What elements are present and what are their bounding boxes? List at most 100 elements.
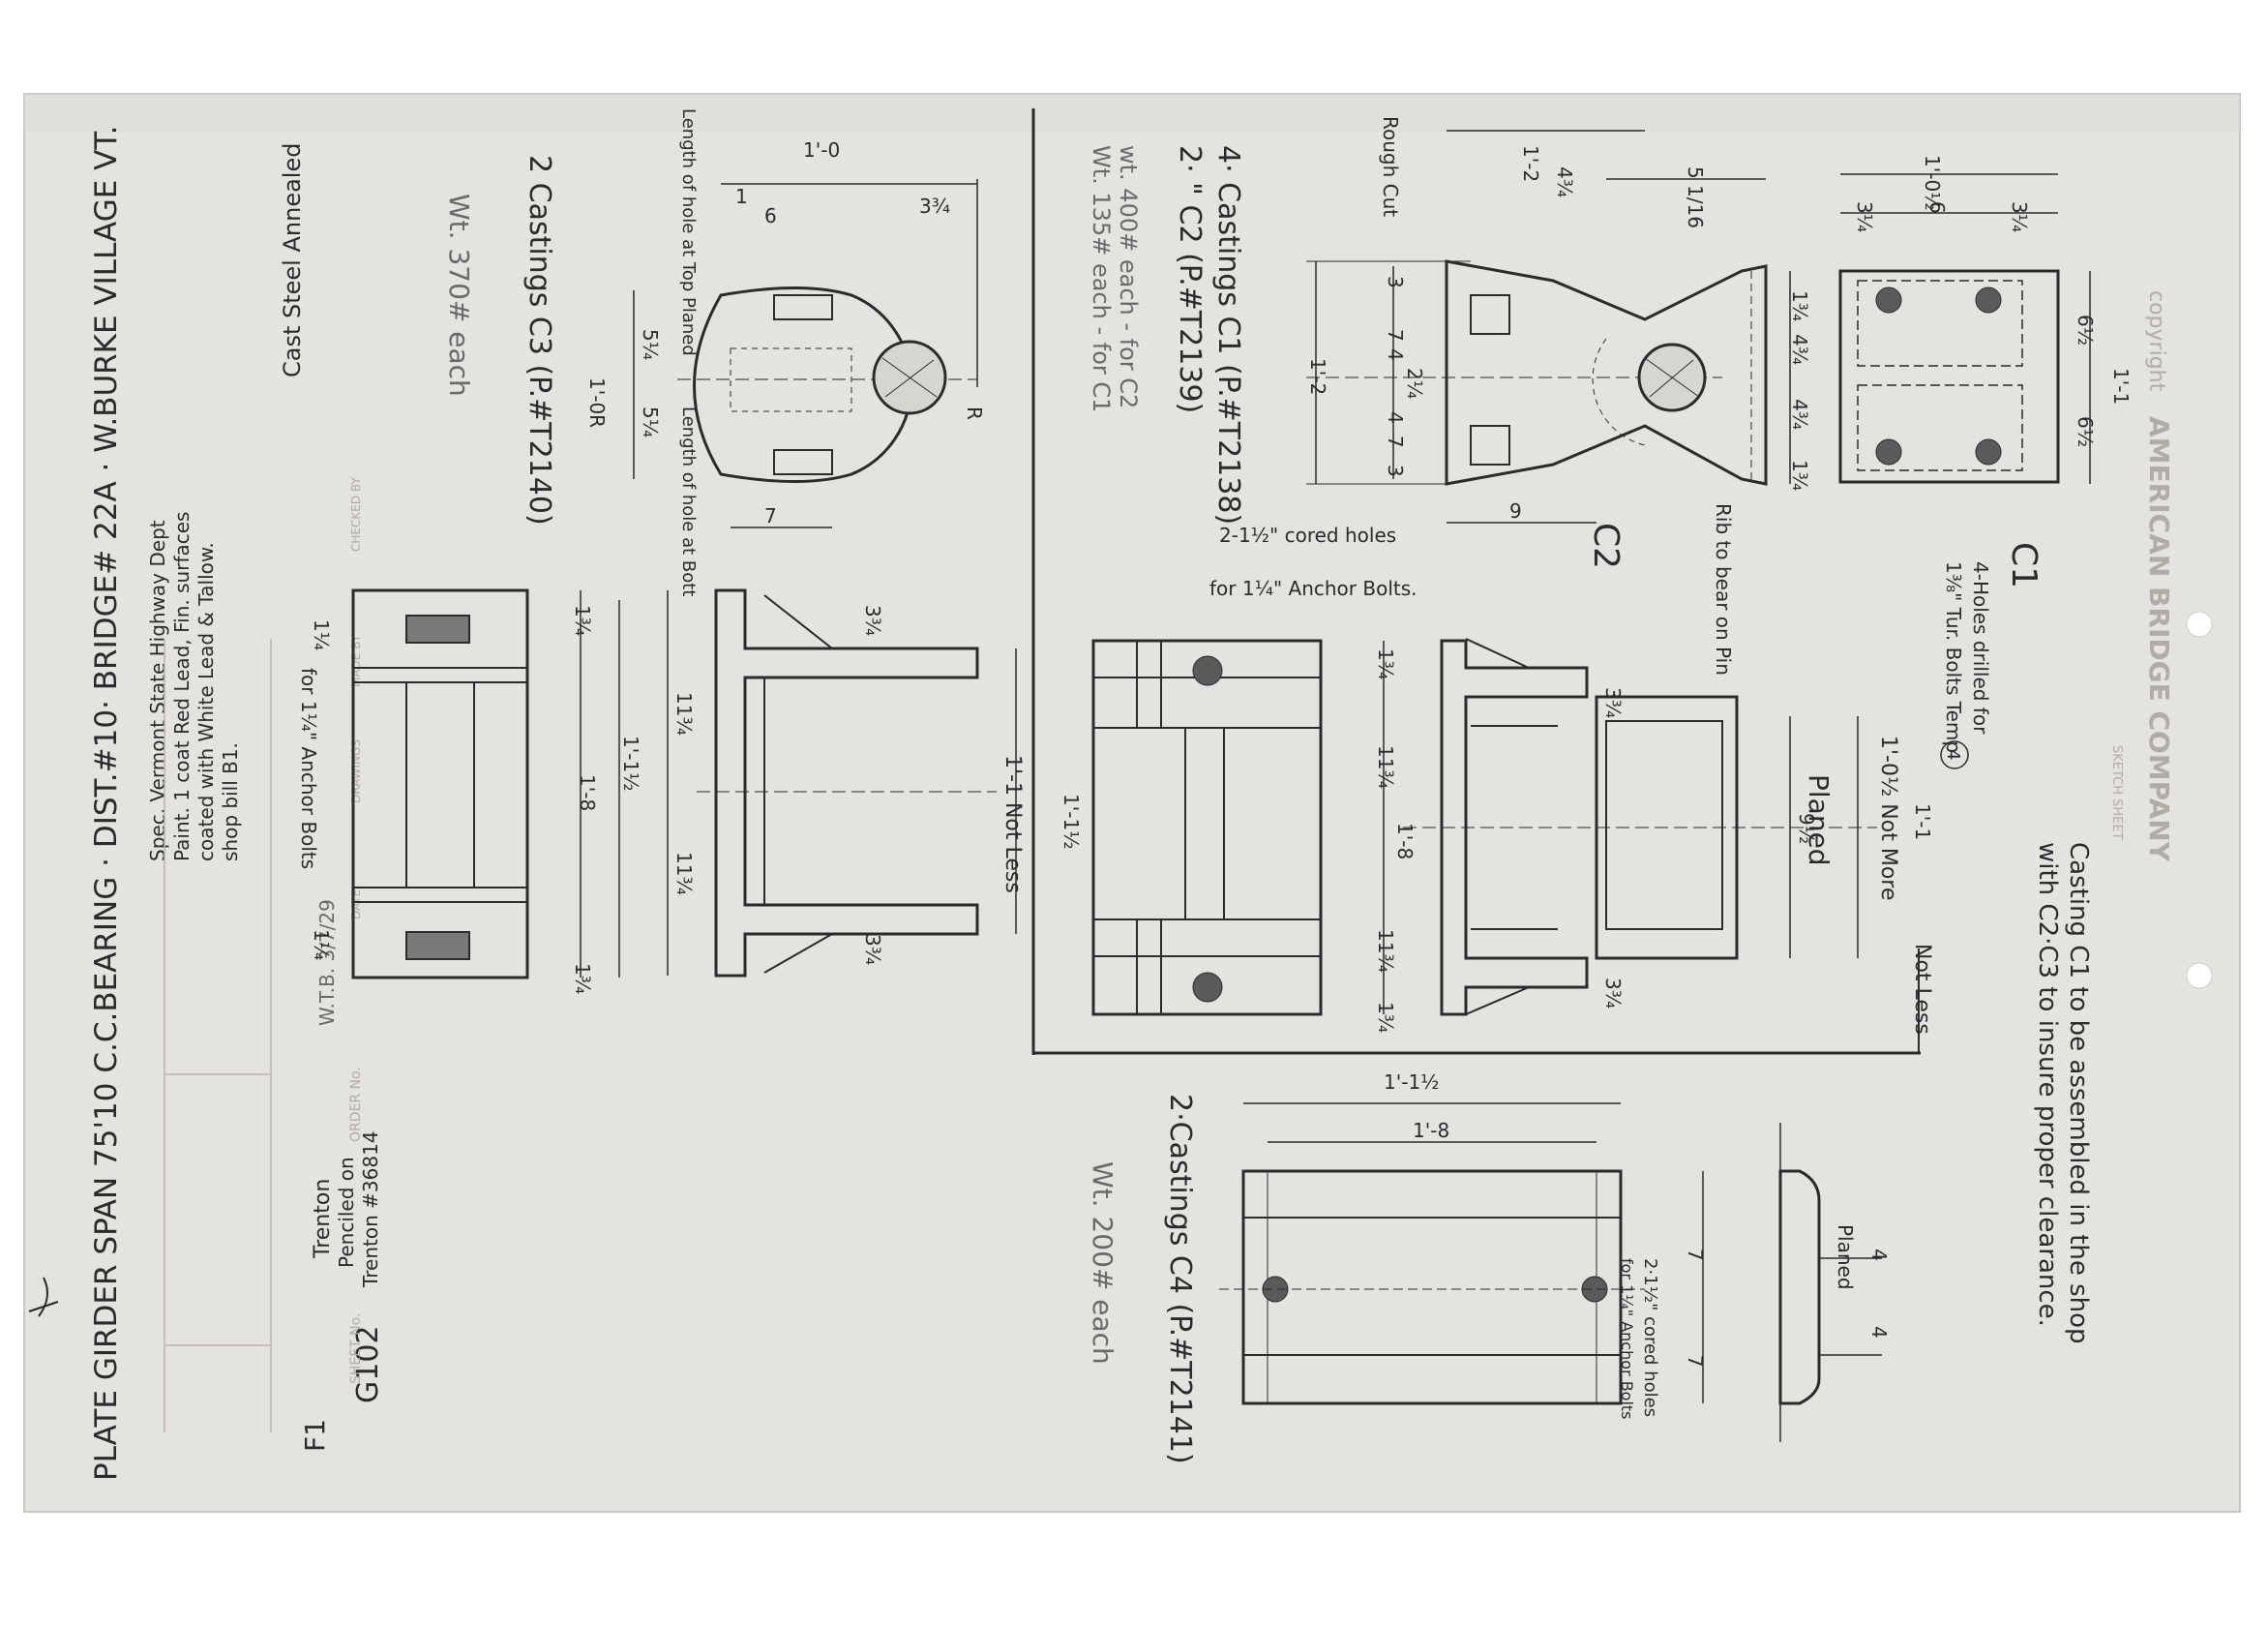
c4-planed: Planed (1834, 1224, 1857, 1290)
svg-text:1'-8: 1'-8 (576, 774, 599, 811)
svg-text:R: R (963, 406, 986, 420)
anchor-hole (1192, 972, 1223, 1003)
svg-text:1'-2: 1'-2 (1306, 358, 1329, 395)
svg-text:1'-1½: 1'-1½ (619, 736, 642, 792)
svg-text:1⅜" Tur. Bolts Temp: 1⅜" Tur. Bolts Temp (1942, 561, 1965, 753)
svg-text:1'-0R: 1'-0R (585, 377, 609, 428)
paint-line1: Paint. 1 coat Red Lead, Fin. surfaces (170, 512, 194, 861)
svg-text:for 1¼" Anchor Bolts: for 1¼" Anchor Bolts (1618, 1258, 1636, 1420)
svg-text:7: 7 (764, 504, 777, 527)
rib-note: Rib to bear on Pin (1712, 503, 1735, 676)
rough-cut: Rough Cut (1379, 116, 1402, 217)
svg-text:1'-1 Not Less: 1'-1 Not Less (1000, 755, 1025, 893)
svg-text:6½: 6½ (2074, 315, 2097, 346)
svg-text:11¾: 11¾ (672, 692, 696, 736)
svg-text:Length of hole at Top Planed: Length of hole at Top Planed (678, 108, 699, 356)
svg-text:with C2·C3 to insure proper cl: with C2·C3 to insure proper clearance. (2033, 842, 2062, 1327)
svg-text:4¾: 4¾ (1788, 334, 1811, 365)
svg-text:1'-1½: 1'-1½ (1384, 1070, 1440, 1094)
svg-text:6½: 6½ (2074, 416, 2097, 447)
svg-text:3¾: 3¾ (861, 605, 884, 636)
svg-text:3¼: 3¼ (2008, 201, 2031, 232)
len-top: Length of hole at Top Planed (678, 108, 699, 356)
made-by-label: MADE BY (349, 634, 363, 687)
svg-text:Not Less: Not Less (1910, 944, 1934, 1035)
c4-plan-view (1219, 1102, 1704, 1405)
svg-text:Rib to bear on Pin: Rib to bear on Pin (1712, 503, 1735, 676)
svg-text:1¾: 1¾ (1374, 1002, 1397, 1033)
c3-side-view (633, 179, 978, 528)
svg-text:1'-1: 1'-1 (2109, 368, 2133, 405)
svg-text:1'-1: 1'-1 (1911, 803, 1934, 840)
svg-text:1¾: 1¾ (1374, 648, 1397, 679)
svg-text:2·Castings C4 (P.#T2141): 2·Castings C4 (P.#T2141) (1163, 1094, 1197, 1464)
svg-text:Length of hole at Bott: Length of hole at Bott (678, 406, 699, 596)
svg-text:2¼: 2¼ (1403, 368, 1426, 399)
svg-text:6: 6 (1925, 201, 1949, 214)
c3-plan-view (351, 588, 620, 979)
svg-text:3¾: 3¾ (1601, 978, 1625, 1009)
svg-text:1¾: 1¾ (571, 963, 594, 994)
svg-text:4: 4 (1867, 1326, 1891, 1339)
penciled: Penciled on (335, 1157, 358, 1268)
svg-text:Wt. 200# each: Wt. 200# each (1087, 1161, 1119, 1365)
not-more: 1'-0½ Not More (1876, 736, 1900, 900)
svg-text:1¾: 1¾ (1788, 290, 1811, 321)
wt-c4: Wt. 200# each (1087, 1161, 1119, 1365)
title-block: PLATE GIRDER SPAN 75'10 C.C.BEARING · DI… (89, 126, 385, 1482)
svg-text:11¾: 11¾ (1374, 745, 1397, 789)
svg-text:1: 1 (735, 185, 748, 208)
svg-text:3¾: 3¾ (919, 195, 950, 218)
svg-text:Casting C1 to be assembled in: Casting C1 to be assembled in the shop (2064, 842, 2093, 1344)
c1-label: C1 (2004, 542, 2044, 588)
svg-text:9½: 9½ (1795, 813, 1818, 844)
svg-text:3¼: 3¼ (1853, 201, 1876, 232)
svg-text:7: 7 (1684, 1355, 1707, 1368)
tracing: Trenton #36814 (359, 1130, 382, 1288)
title: PLATE GIRDER SPAN 75'10 C.C.BEARING · DI… (89, 126, 124, 1482)
c4-end-view (1778, 1123, 1882, 1442)
svg-text:2·1½" cored holes: 2·1½" cored holes (1640, 1258, 1660, 1417)
svg-text:5¼: 5¼ (639, 406, 662, 437)
cored-holes-note: 2-1½" cored holes for 1¼" Anchor Bolts. (1209, 524, 1418, 600)
svg-text:4: 4 (1943, 749, 1963, 760)
svg-text:3¾: 3¾ (861, 934, 884, 965)
svg-text:Rough Cut: Rough Cut (1379, 116, 1402, 217)
svg-text:1'-1½: 1'-1½ (1059, 794, 1083, 850)
svg-text:7: 7 (1384, 436, 1407, 448)
margin-mark (28, 1277, 59, 1317)
svg-text:9: 9 (1509, 499, 1522, 523)
bolt-hole (1875, 438, 1902, 466)
svg-text:1'-8: 1'-8 (1413, 1119, 1449, 1142)
svg-text:1'-2: 1'-2 (1519, 145, 1542, 182)
svg-text:Wt. 135# each - for C1: Wt. 135# each - for C1 (1088, 145, 1115, 412)
svg-text:C1: C1 (2004, 542, 2044, 588)
order-no: G102 (351, 1325, 385, 1403)
copyright: copyright (2144, 290, 2168, 392)
sheet-label: SHEET No. (348, 1313, 364, 1384)
castings-c1-c2: 4· Castings C1 (P.#T2138) 2· " C2 (P.#T2… (1173, 145, 1245, 525)
sheet-no: F1 (299, 1419, 331, 1452)
svg-text:2· " C2 (P.#T2139): 2· " C2 (P.#T2139) (1173, 145, 1207, 413)
svg-text:for 1¼" Anchor Bolts.: for 1¼" Anchor Bolts. (1209, 577, 1418, 600)
bolt-hole (1875, 286, 1902, 314)
assembly-note: Casting C1 to be assembled in the shop w… (2033, 842, 2093, 1344)
c3-not-less: 1'-1 Not Less (1000, 755, 1025, 893)
svg-text:7: 7 (1684, 1249, 1707, 1261)
svg-text:1'-0½: 1'-0½ (1921, 155, 1944, 211)
c1-end-view (1750, 173, 2091, 484)
svg-text:4: 4 (1867, 1249, 1891, 1261)
company-name: AMERICAN BRIDGE COMPANY (2143, 416, 2175, 862)
checked-by-label: CHECKED BY (349, 477, 363, 552)
paint-line3: shop bill B1. (219, 742, 242, 861)
svg-text:Wt. 370# each: Wt. 370# each (443, 194, 475, 397)
svg-text:1¼: 1¼ (310, 619, 333, 650)
c3-elevation (667, 588, 1017, 978)
c2-elevation (1383, 638, 1877, 1016)
svg-text:1'-0: 1'-0 (803, 138, 840, 162)
svg-text:5 1/16: 5 1/16 (1684, 166, 1707, 228)
bolt-hole (1975, 438, 2002, 466)
not-less: Not Less (1910, 944, 1934, 1035)
svg-text:wt. 400# each - for C2: wt. 400# each - for C2 (1115, 145, 1142, 408)
